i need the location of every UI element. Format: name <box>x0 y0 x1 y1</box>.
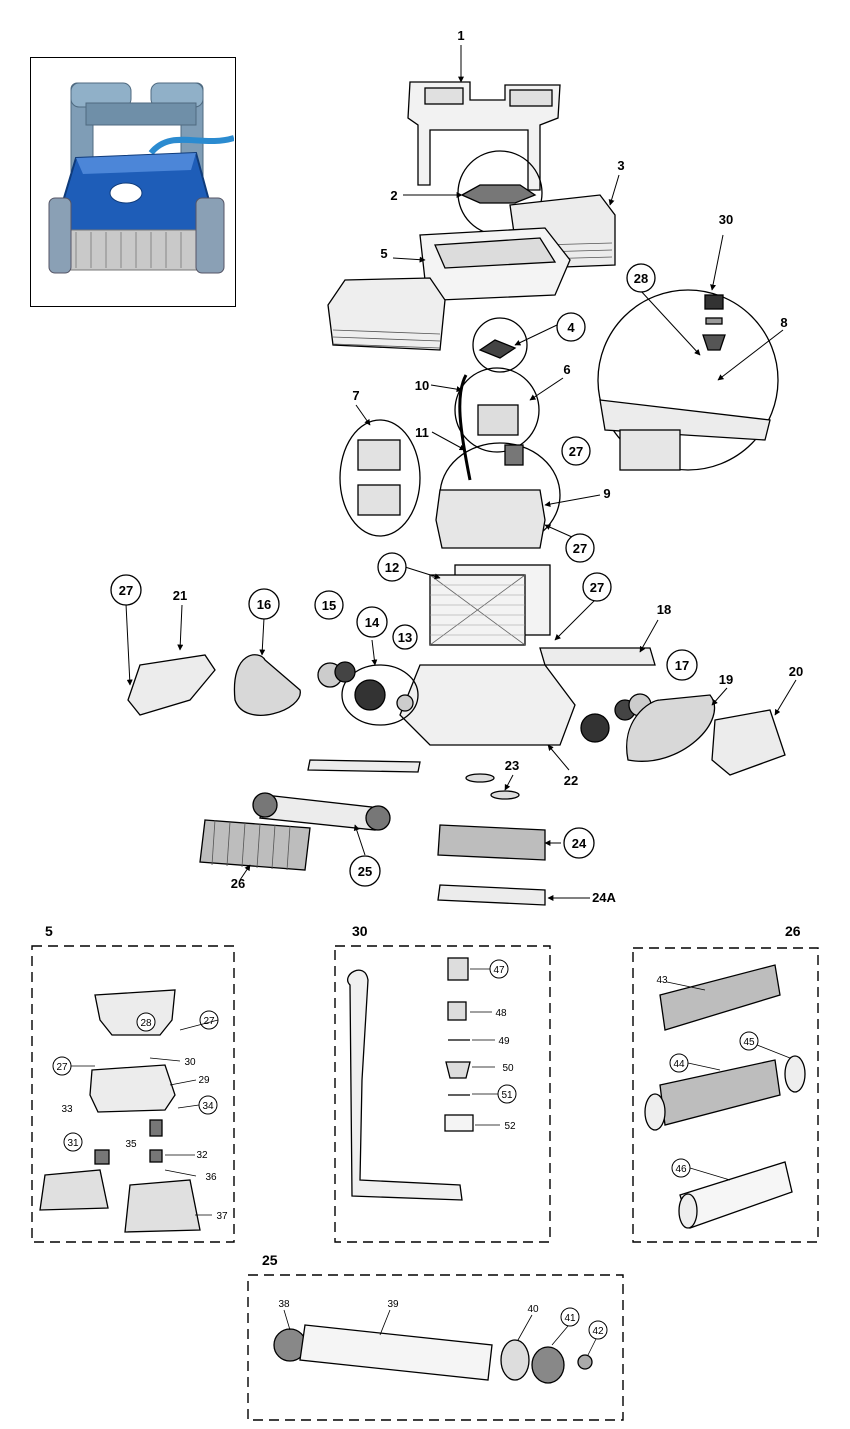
callout-24a: 24A <box>592 890 616 905</box>
callout-18: 18 <box>657 602 671 617</box>
s30-callout-50: 50 <box>502 1063 514 1074</box>
s5-callout-30: 30 <box>184 1057 196 1068</box>
part-20 <box>711 709 786 776</box>
callout-6: 6 <box>563 362 570 377</box>
detail-circle-motor <box>597 289 779 471</box>
section-30-box <box>334 945 551 1243</box>
s26-callout-45: 45 <box>743 1037 755 1048</box>
front-cover <box>327 277 446 351</box>
s5-callout-27a: 27 <box>203 1016 215 1027</box>
part-2 <box>460 184 537 204</box>
s5-callout-35: 35 <box>125 1139 137 1150</box>
callout-4: 4 <box>567 320 575 335</box>
callout-2: 2 <box>390 188 397 203</box>
part-9 <box>435 489 546 549</box>
s5-callout-29: 29 <box>198 1075 210 1086</box>
callout-14: 14 <box>365 615 380 630</box>
part-24a <box>437 884 546 906</box>
s5-callout-33: 33 <box>61 1104 73 1115</box>
s5-callout-28: 28 <box>140 1018 152 1029</box>
callout-30: 30 <box>719 212 733 227</box>
callout-9: 9 <box>603 486 610 501</box>
s25-callout-42: 42 <box>592 1326 604 1337</box>
section-30-title: 30 <box>352 923 368 939</box>
s30-callout-49: 49 <box>498 1036 510 1047</box>
part-22-chassis <box>399 664 576 746</box>
s30-callout-48: 48 <box>495 1008 507 1019</box>
callout-10: 10 <box>415 378 429 393</box>
callout-17: 17 <box>675 658 689 673</box>
callout-22: 22 <box>564 773 578 788</box>
callout-8: 8 <box>780 315 787 330</box>
s5-callout-34: 34 <box>202 1101 214 1112</box>
section-25-box <box>247 1274 624 1421</box>
cable-30 <box>347 969 463 1201</box>
s26-callout-46: 46 <box>675 1164 687 1175</box>
callout-25: 25 <box>358 864 372 879</box>
s26-callout-43: 43 <box>656 975 668 986</box>
callout-7: 7 <box>352 388 359 403</box>
callout-1: 1 <box>457 28 464 43</box>
callout-27-filter: 27 <box>590 580 604 595</box>
callout-12: 12 <box>385 560 399 575</box>
callout-21: 21 <box>173 588 187 603</box>
s25-callout-41: 41 <box>564 1313 576 1324</box>
callout-27-top: 27 <box>569 444 583 459</box>
s30-callout-47: 47 <box>493 965 505 976</box>
section-25-title: 25 <box>262 1252 278 1268</box>
section-5-box <box>31 945 235 1243</box>
section-26-title: 26 <box>785 923 801 939</box>
callout-15: 15 <box>322 598 336 613</box>
product-photo-frame <box>30 57 236 307</box>
part-16-track <box>233 654 301 716</box>
section-5-title: 5 <box>45 923 53 939</box>
callout-27-mid: 27 <box>573 541 587 556</box>
handle-part <box>407 81 561 191</box>
s30-callout-51: 51 <box>501 1090 513 1101</box>
callout-20: 20 <box>789 664 803 679</box>
pool-robot-photo <box>48 82 235 274</box>
callout-3: 3 <box>617 158 624 173</box>
callout-23: 23 <box>505 758 519 773</box>
s5-callout-32: 32 <box>196 1150 208 1161</box>
part-26-brush <box>199 819 311 871</box>
s25-callout-39: 39 <box>387 1299 399 1310</box>
callout-16: 16 <box>257 597 271 612</box>
part-19-track <box>626 694 716 762</box>
s26-callout-44: 44 <box>673 1059 685 1070</box>
part-25-roller <box>259 794 381 831</box>
callout-26: 26 <box>231 876 245 891</box>
s25-callout-40: 40 <box>527 1304 539 1315</box>
callout-24: 24 <box>572 836 587 851</box>
s5-callout-27b: 27 <box>56 1062 68 1073</box>
s5-callout-37: 37 <box>216 1211 228 1222</box>
part-12-filters <box>429 564 551 646</box>
callout-27-left: 27 <box>119 583 133 598</box>
s5-callout-31: 31 <box>67 1138 79 1149</box>
s30-callout-52: 52 <box>504 1121 516 1132</box>
callout-11: 11 <box>415 425 429 440</box>
part-21 <box>127 654 216 716</box>
s25-callout-38: 38 <box>278 1299 290 1310</box>
callout-5: 5 <box>380 246 387 261</box>
callout-19: 19 <box>719 672 733 687</box>
s5-callout-36: 36 <box>205 1172 217 1183</box>
part-24-brush <box>437 824 546 861</box>
callout-13: 13 <box>398 630 412 645</box>
callout-28: 28 <box>634 271 648 286</box>
